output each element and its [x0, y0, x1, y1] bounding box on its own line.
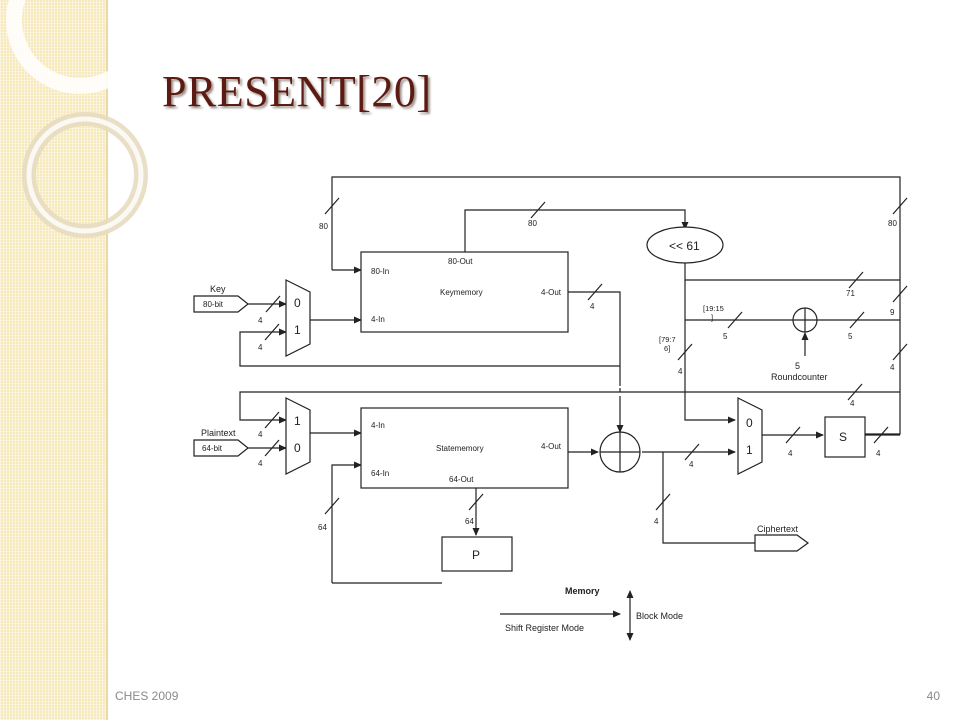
statememory-4in: 4-In — [371, 421, 385, 430]
rotate-block — [646, 226, 724, 264]
plaintext-label: Plaintext — [201, 428, 236, 438]
state-mux-top-label: 1 — [294, 414, 301, 428]
width-5a: 5 — [723, 332, 728, 341]
width-right-top: 80 — [888, 219, 897, 228]
statememory-4out: 4-Out — [541, 442, 562, 451]
width-key-in: 4 — [258, 316, 263, 325]
rc-xor-cross — [793, 308, 817, 332]
slice-797-label-b: 6] — [664, 344, 670, 353]
width-sm-fb: 64 — [318, 523, 327, 532]
keymemory-name: Keymemory — [440, 288, 483, 297]
keymemory-4in: 4-In — [371, 315, 385, 324]
plaintext-input-port — [193, 439, 249, 457]
slice-797-wire — [684, 280, 736, 424]
perm-label: P — [472, 548, 480, 562]
state-mux — [285, 397, 311, 475]
slice-797-label-a: [79:7 — [659, 335, 676, 344]
out-mux-bottom-label: 1 — [746, 443, 753, 457]
key-width-label: 80-bit — [203, 300, 224, 309]
key-mux-bottom-label: 1 — [294, 323, 301, 337]
rotate-in-wire — [464, 209, 689, 252]
footer-conference: CHES 2009 — [115, 689, 179, 703]
legend-title: Memory — [565, 586, 600, 596]
keymemory-block — [360, 251, 569, 333]
rotate-label: << 61 — [669, 239, 700, 253]
slice-1915-label-a: [19:15 — [703, 304, 724, 313]
key-input-port — [193, 295, 249, 313]
ct-wire — [662, 452, 755, 544]
width-top-loop: 80 — [319, 222, 328, 231]
perm-block — [441, 536, 513, 572]
width-xor-out: 4 — [689, 460, 694, 469]
statememory-name: Statememory — [436, 444, 484, 453]
width-9: 9 — [890, 308, 895, 317]
width-5b: 5 — [848, 332, 853, 341]
slide-title: PRESENT[20] — [162, 67, 432, 116]
sbox-label: S — [839, 430, 847, 444]
slice-1915-label-b: ] — [711, 313, 713, 322]
width-rot-in: 80 — [528, 219, 537, 228]
right-combine-wire — [865, 280, 901, 435]
width-key-fb: 4 — [258, 343, 263, 352]
width-71: 71 — [846, 289, 855, 298]
statememory-block — [360, 407, 569, 489]
footer-page-number: 40 — [926, 689, 940, 703]
legend-shift-mode: Shift Register Mode — [505, 623, 584, 633]
top-loop-wire — [331, 176, 901, 280]
keymemory-80out: 80-Out — [448, 257, 473, 266]
key-fb-wire — [239, 328, 620, 367]
out-mux — [737, 397, 763, 475]
state-mux-bottom-label: 0 — [294, 441, 301, 455]
keymemory-4out: 4-Out — [541, 288, 562, 297]
pt-feedback-wire — [239, 391, 620, 424]
side-band-divider — [106, 0, 108, 720]
plaintext-width-label: 64-bit — [202, 444, 223, 453]
km-out-wire — [568, 291, 621, 386]
width-rc-4: 4 — [890, 363, 895, 372]
sm-fb-wire — [331, 461, 362, 583]
width-s-out: 4 — [876, 449, 881, 458]
width-pt-in: 4 — [258, 430, 263, 439]
statememory-64in: 64-In — [371, 469, 389, 478]
width-km-out: 4 — [590, 302, 595, 311]
key-mux-top-label: 0 — [294, 296, 301, 310]
roundcounter-label: Roundcounter — [771, 372, 828, 382]
width-p-in: 64 — [465, 517, 474, 526]
width-slice-4: 4 — [678, 367, 683, 376]
width-mux-out: 4 — [788, 449, 793, 458]
width-pt-fb: 4 — [258, 459, 263, 468]
statememory-64out: 64-Out — [449, 475, 474, 484]
rotate-out-wire — [684, 262, 900, 281]
legend-block-mode: Block Mode — [636, 611, 683, 621]
width-ct-out: 4 — [654, 517, 659, 526]
decorative-circles — [6, 0, 154, 238]
ciphertext-output-port — [754, 534, 810, 552]
ciphertext-label: Ciphertext — [757, 524, 799, 534]
key-label: Key — [210, 284, 226, 294]
width-s-back-4: 4 — [850, 399, 855, 408]
keymemory-80in: 80-In — [371, 267, 389, 276]
state-xor-cross — [600, 432, 640, 472]
out-mux-top-label: 0 — [746, 416, 753, 430]
sbox-block — [824, 416, 866, 458]
width-ticks — [264, 197, 908, 515]
rc-width-label: 5 — [795, 361, 800, 371]
key-mux — [285, 279, 311, 357]
